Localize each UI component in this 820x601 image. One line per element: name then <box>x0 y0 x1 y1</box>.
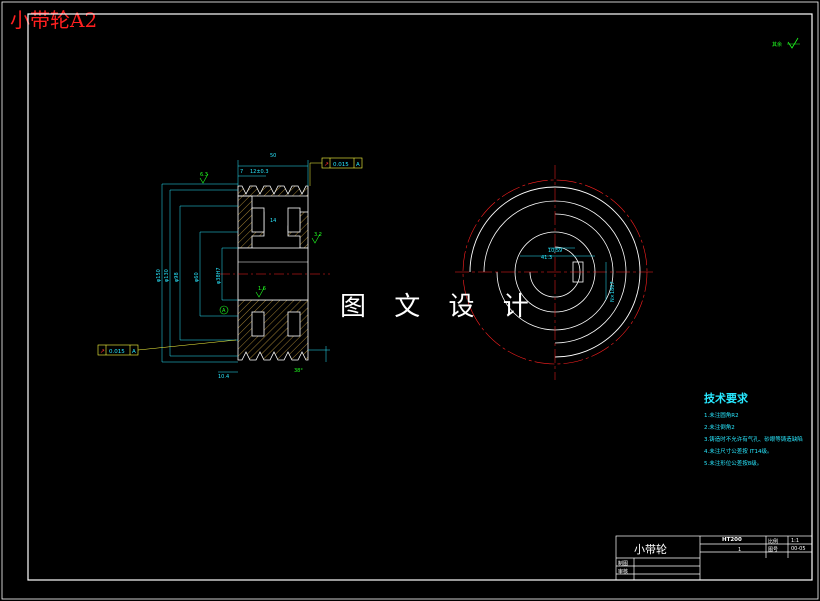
tb-scale-value: 1:1 <box>791 538 800 544</box>
outer-profile <box>469 186 641 358</box>
tech-req-item-4: 4.未注尺寸公差按 IT14级。 <box>704 449 773 455</box>
roughness-marks: 6.3 1.6 3.2 38° <box>200 172 322 374</box>
dim-min: 10.4 <box>218 374 229 380</box>
tech-req-item-5: 5.未注形位公差按8级。 <box>704 461 763 467</box>
groove-angle: 38° <box>294 368 303 374</box>
tol-top-datum: A <box>356 162 360 168</box>
tb-drawing-no: 00-05 <box>791 546 806 552</box>
tol-bottom-value: 0.015 <box>109 349 125 355</box>
drawing-title: 小带轮A2 <box>10 8 98 32</box>
tolerance-frame-top: ↗ 0.015 A <box>309 157 363 186</box>
tol-top-value: 0.015 <box>333 162 349 168</box>
dim-bore: φ38H7 <box>216 267 222 284</box>
watermark-text: 图 文 设 计 <box>340 292 539 322</box>
roughness-63: 6.3 <box>200 172 208 178</box>
tech-req-item-1: 1.未注圆角R2 <box>704 413 739 419</box>
section-view <box>220 185 330 361</box>
tolerance-frame-bottom: ↗ 0.015 A <box>97 339 237 356</box>
groove-profile <box>483 200 627 344</box>
tech-req-item-3: 3.铸造时不允许有气孔、砂眼等铸造缺陷 <box>704 437 803 443</box>
tech-req-heading: 技术要求 <box>704 392 748 405</box>
roughness-note: 其余 <box>772 41 782 48</box>
dim-keyway-depth: 41.3 <box>541 255 552 261</box>
inner-border <box>27 13 813 581</box>
dim-d60: φ60 <box>194 272 200 282</box>
tol-bottom-symbol: ↗ <box>100 348 105 355</box>
title-block <box>615 535 813 581</box>
roughness-general-symbol <box>787 37 800 49</box>
tb-material: HT200 <box>722 537 742 543</box>
tol-top-symbol: ↗ <box>324 161 329 168</box>
dim-width-50: 50 <box>270 153 276 159</box>
dimension-labels: 50 7 12±0.3 φ150 φ130 φ98 φ60 φ38H7 10.4… <box>156 153 276 380</box>
roughness-16-symbol <box>255 287 265 298</box>
datum-a-circle <box>219 305 229 315</box>
roughness-63-symbol <box>199 173 209 184</box>
technical-requirements: 技术要求 1.未注圆角R2 2.未注倒角2 3.铸造时不允许有气孔、砂眼等铸造缺… <box>704 390 803 470</box>
datum-a-label: A <box>222 308 226 314</box>
hub-outer <box>496 213 614 331</box>
dim-groove-12: 12±0.3 <box>250 169 269 175</box>
roughness-16: 1.6 <box>258 286 266 292</box>
tb-quantity: 1 <box>738 547 742 553</box>
tb-scale-label: 比例 <box>768 539 779 545</box>
dim-hub-width: 14 <box>270 218 276 224</box>
dim-keyway-width: 10JS9 <box>548 248 562 254</box>
dim-d150: φ150 <box>156 269 162 282</box>
dim-pitch-7: 7 <box>240 169 243 175</box>
tb-drawing-no-label: 图号 <box>768 547 779 553</box>
dimension-lines <box>161 160 330 373</box>
end-view <box>455 165 655 380</box>
tb-part-name: 小带轮 <box>634 543 667 556</box>
tb-drawn-label: 制图 <box>618 561 629 567</box>
bore-circle <box>529 246 581 298</box>
dim-d130: φ130 <box>164 269 170 282</box>
tech-req-item-2: 2.未注倒角2 <box>704 425 735 431</box>
tb-checked-label: 审核 <box>618 569 629 575</box>
dim-key-fit: N×1807 <box>610 281 616 302</box>
dim-d98: φ98 <box>174 272 180 282</box>
roughness-32-symbol <box>311 233 321 244</box>
roughness-32: 3.2 <box>314 232 322 238</box>
tol-bottom-datum: A <box>132 349 136 355</box>
